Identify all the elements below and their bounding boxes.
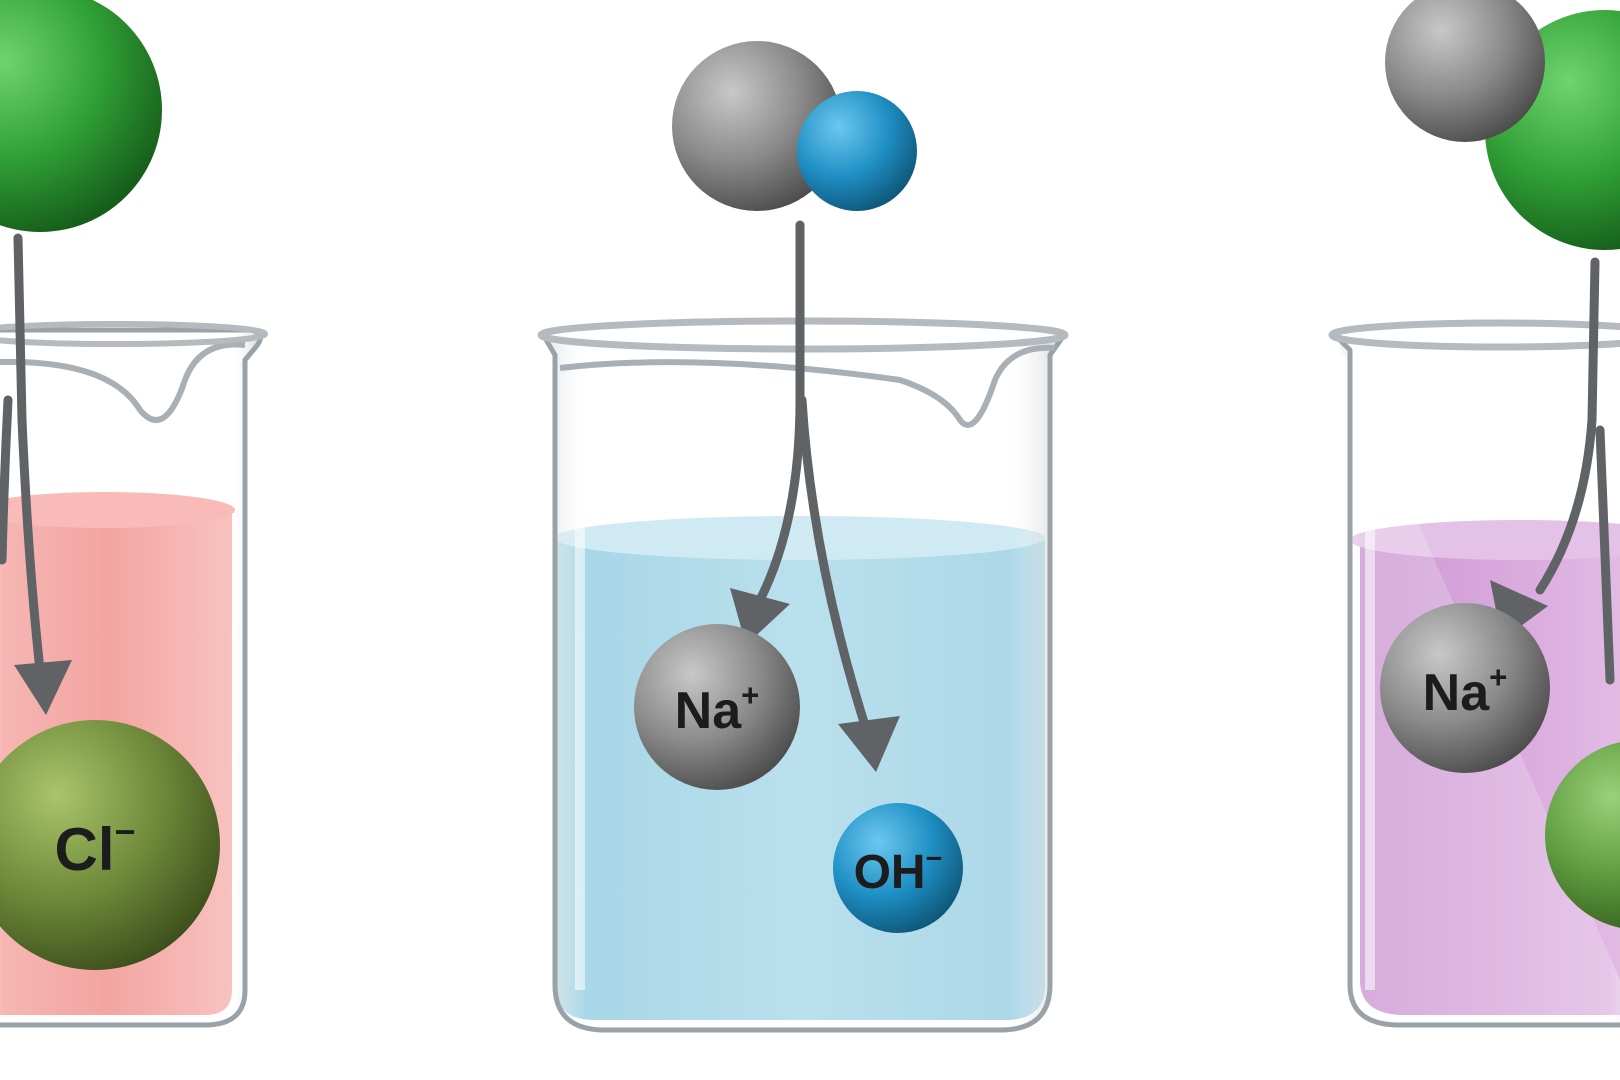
atom-sphere-icon [634, 624, 800, 790]
beaker-spout [559, 344, 1056, 428]
ion-label: Na+ [1423, 660, 1508, 722]
dissociation-arrow-icon [0, 395, 13, 565]
atom-sphere-icon [1385, 0, 1545, 142]
atom-sphere-icon [1380, 603, 1550, 773]
dissociation-arrows [0, 220, 1615, 740]
atom-sphere-icon [797, 91, 917, 211]
ion-label: OH− [854, 843, 943, 899]
atom-sphere-icon [672, 41, 842, 211]
dissociation-arrow-icon [1535, 257, 1600, 595]
ion-na: Na+ [634, 624, 800, 790]
molecule-naoh [672, 41, 917, 211]
atom-sphere-icon [833, 803, 963, 933]
molecule-hcl-left [0, 0, 162, 232]
dissociation-arrow-icon [1595, 425, 1615, 685]
atom-sphere-icon [0, 0, 162, 232]
ion-cl: Cl− [0, 720, 220, 970]
molecule-nacl-right [1385, 0, 1620, 250]
ion-na-right: Na+ [1380, 603, 1550, 773]
atom-sphere-icon [0, 720, 220, 970]
beaker-spout [0, 341, 246, 423]
dissociation-arrow-icon [13, 233, 45, 675]
ion-label: Cl− [54, 811, 135, 883]
dissociation-arrow-icon [797, 395, 873, 740]
arrow-head-icon [14, 660, 72, 715]
ion-oh: OH− [833, 803, 963, 933]
atom-sphere-icon [1545, 742, 1620, 928]
ion-label: Na+ [675, 678, 760, 740]
ion-cl-right [1545, 742, 1620, 928]
arrow-head-icon [838, 716, 900, 772]
